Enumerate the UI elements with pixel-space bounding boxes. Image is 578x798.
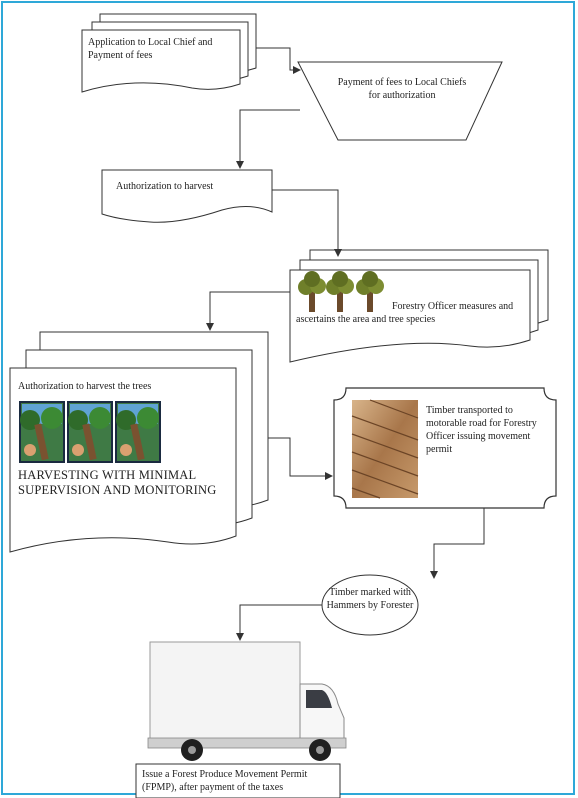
authorization-harvest-label: Authorization to harvest: [116, 181, 214, 192]
application-node-shape: [81, 13, 257, 93]
connector-application-to-payment: [256, 47, 301, 74]
tree-icon: [298, 271, 326, 312]
forest-picture-icon: [67, 401, 113, 463]
box-truck-icon: [147, 641, 347, 761]
timber-transported-label: Timber transported to motorable road for…: [426, 405, 537, 455]
application-label: Application to Local Chief and Payment o…: [88, 37, 213, 61]
authorization-trees-label: Authorization to harvest the trees: [18, 381, 152, 392]
tree-icon: [326, 271, 354, 312]
timber-planks-icon: [351, 399, 419, 499]
forestry-officer-label: Forestry Officer measures and ascertains…: [296, 301, 514, 325]
harvesting-minimal-label: HARVESTING WITH MINIMAL SUPERVISION AND …: [18, 468, 217, 497]
timber-marked-label: Timber marked with Hammers by Forester: [326, 587, 414, 611]
payment-chiefs-node-shape: [297, 61, 503, 141]
forest-picture-icon: [19, 401, 65, 463]
connector-timber-to-marked: [430, 508, 485, 579]
connector-payment-to-authorization: [236, 109, 300, 169]
authorization-harvest-node-shape: [101, 169, 273, 223]
tree-icon: [356, 271, 384, 312]
connector-harvesting-to-timber-transported: [268, 437, 333, 480]
connector-authorization-to-forestry: [272, 189, 342, 257]
forest-picture-icon: [115, 401, 161, 463]
fpmp-node-shape: [135, 763, 341, 798]
connector-marked-to-truck: [236, 604, 322, 641]
connector-forestry-to-authorization-trees: [206, 291, 290, 331]
fpmp-label: Issue a Forest Produce Movement Permit (…: [142, 769, 308, 793]
payment-chiefs-label: Payment of fees to Local Chiefs for auth…: [337, 77, 467, 101]
